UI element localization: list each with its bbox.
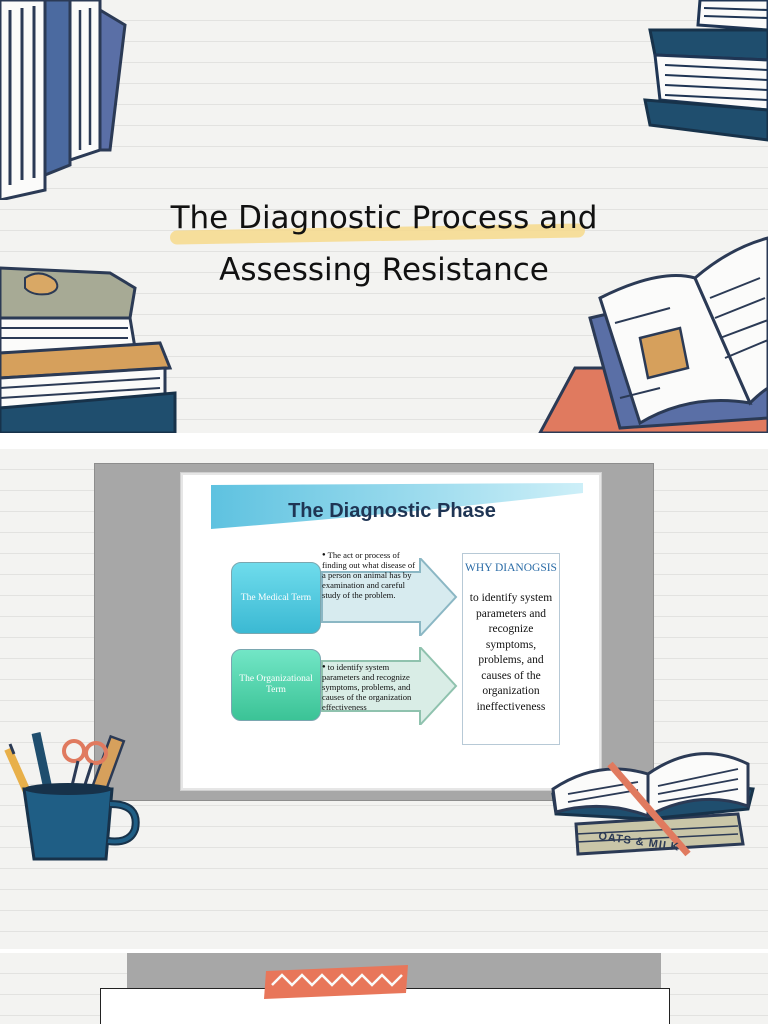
bullet-icon: ● [322,664,326,670]
diagnostic-phase-slide: The Diagnostic Phase The Medical Term Th… [0,449,768,949]
medical-term-box: The Medical Term [231,562,321,634]
title-line-1: The Diagnostic Process and [170,200,598,236]
title-slide: The Diagnostic Process and Assessing Res… [0,0,768,433]
organizational-definition-text: to identify system parameters and recogn… [322,662,412,712]
title-banner-swoosh [211,483,583,529]
washi-tape-illustration [264,965,408,999]
why-title: WHY DIANOGSIS [465,562,557,574]
pencil-cup-illustration [4,732,140,861]
bullet-icon: ● [322,552,326,558]
organizational-definition: ●to identify system parameters and recog… [322,662,418,712]
medical-definition: ●The act or process of finding out what … [322,550,418,600]
open-book-right-illustration [538,236,768,433]
why-text: to identify system parameters and recogn… [469,592,553,713]
arrow-shape-2 [321,647,458,725]
organizational-term-box: The Organizational Term [231,649,321,721]
title-line-2: Assessing Resistance [219,252,549,288]
arrow-shape-1 [321,558,458,636]
next-slide-partial [0,953,768,1024]
book-stack-top-left-illustration [0,0,127,200]
embedded-slide-image: The Diagnostic Phase The Medical Term Th… [180,472,602,791]
book-stack-left-illustration [0,266,177,433]
phase-title: The Diagnostic Phase [288,500,496,522]
open-book-stack-illustration [551,752,755,857]
slide-title: The Diagnostic Process and Assessing Res… [84,192,684,296]
medical-definition-text: The act or process of finding out what d… [322,550,416,600]
why-diagnosis-box: WHY DIANOGSIS to identify system paramet… [462,553,560,745]
book-stack-top-right-illustration [643,0,768,142]
